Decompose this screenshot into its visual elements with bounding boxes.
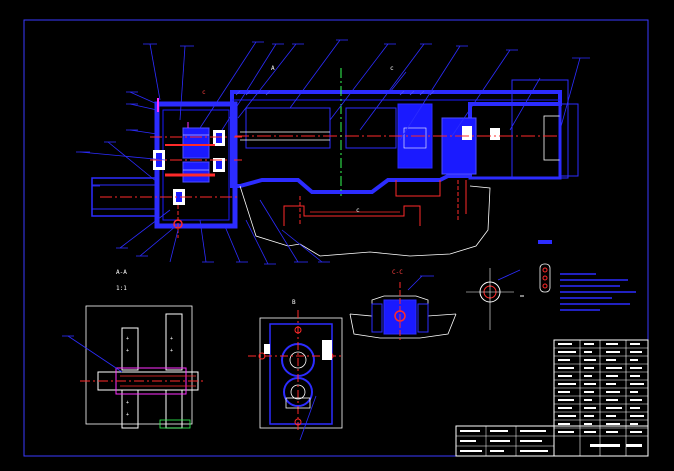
title-block	[455, 339, 649, 457]
scale-label: 1:1	[116, 285, 127, 292]
section-marker-c-top: c	[390, 65, 394, 72]
svg-text:+: +	[126, 412, 129, 418]
input-flange	[91, 177, 159, 217]
svg-text:+: +	[126, 348, 129, 354]
right-end-housing	[468, 102, 562, 180]
section-c-c-view	[349, 275, 457, 340]
section-marker-c-left: c	[202, 89, 206, 96]
section-marker-a: A	[271, 65, 275, 72]
leader-lines	[76, 39, 590, 265]
detail-circle-view	[466, 240, 552, 330]
svg-text:+: +	[126, 336, 129, 342]
section-a-a-view: + + + + + +	[62, 305, 206, 429]
technical-notes-block	[560, 273, 636, 311]
outer-frame	[23, 19, 649, 457]
workpiece-profile	[239, 185, 491, 257]
svg-text:+: +	[126, 400, 129, 406]
section-a-a-label: A-A	[116, 269, 127, 276]
section-c-c-label: C-C	[392, 269, 403, 276]
view-b-label: B	[292, 299, 296, 306]
section-marker-c-bottom: c	[356, 207, 360, 214]
svg-text:+: +	[170, 336, 173, 342]
front-view-gear-plate	[248, 310, 344, 441]
svg-text:+: +	[170, 348, 173, 354]
main-assembly-section	[91, 68, 579, 257]
